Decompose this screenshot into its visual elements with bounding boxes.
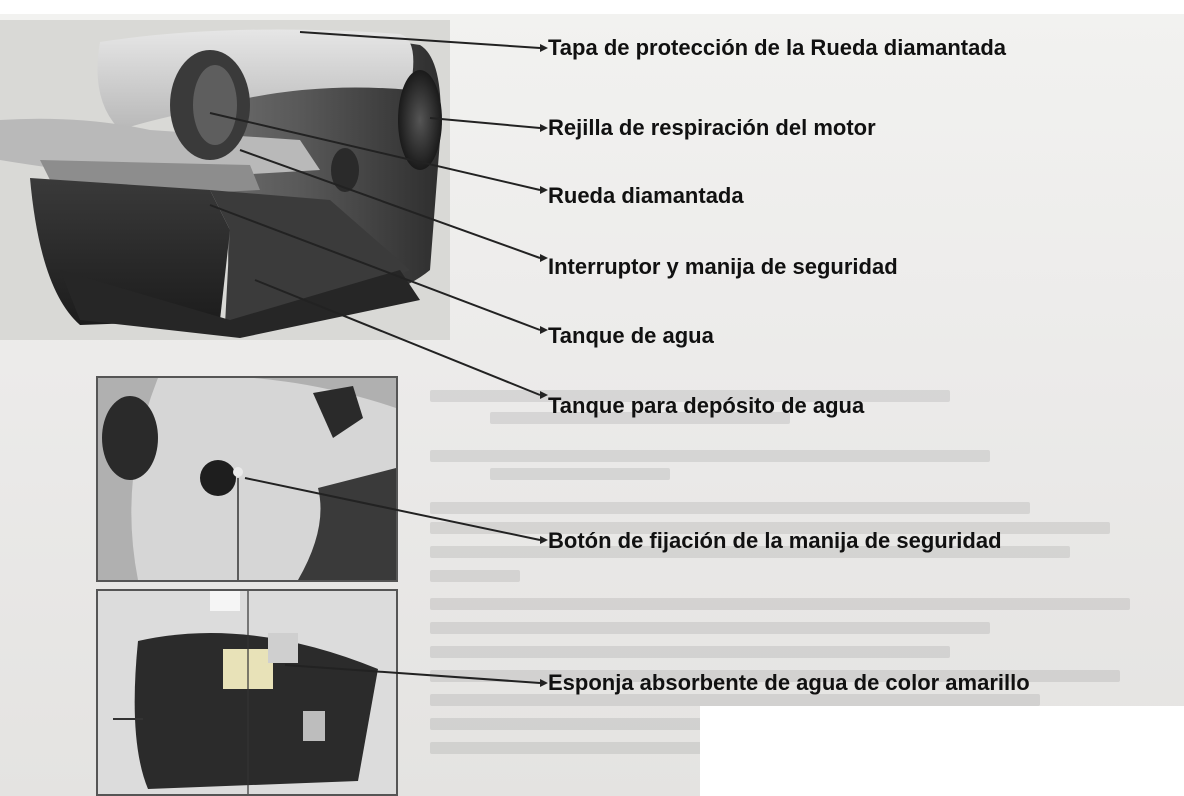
- motor-vent: [398, 70, 442, 170]
- sponge-detail-photo: [96, 589, 398, 796]
- leader-line-knob: [244, 477, 541, 541]
- knob-detail-photo: [96, 376, 398, 582]
- sponge-illustration: [98, 591, 396, 794]
- leader-line-switch: [239, 149, 541, 259]
- blank-area-top: [0, 0, 1184, 14]
- leader-line-wheel: [209, 112, 541, 191]
- leader-line-vent: [429, 117, 541, 129]
- machine-illustration: [0, 20, 450, 340]
- blank-area: [700, 706, 1184, 796]
- leader-line-reservoir: [254, 279, 541, 396]
- background-page-text: [430, 372, 1184, 796]
- reservoir: [60, 270, 420, 338]
- leader-line-tank: [209, 204, 541, 331]
- knob-illustration: [98, 378, 396, 580]
- leader-line-cover: [299, 31, 541, 49]
- leader-line-sponge: [284, 664, 541, 684]
- fixing-knob: [200, 460, 236, 496]
- vent-grille-detail: [102, 396, 158, 480]
- machine-photo: [0, 20, 450, 340]
